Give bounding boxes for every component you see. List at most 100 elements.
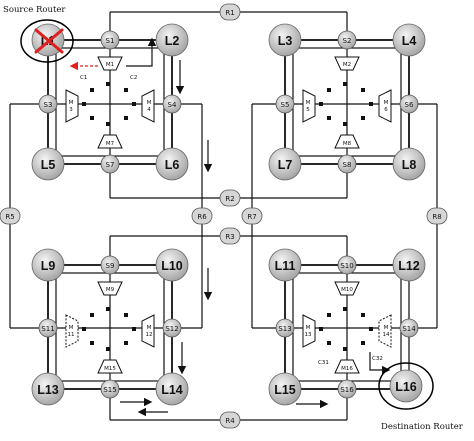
svg-text:S15: S15 <box>103 386 116 394</box>
svg-text:S13: S13 <box>278 325 291 333</box>
path-label-c2: C2 <box>130 75 137 81</box>
svg-text:L8: L8 <box>402 158 417 172</box>
destination-router-label: Destination Router <box>381 422 464 432</box>
svg-text:L4: L4 <box>402 34 417 48</box>
module-m6 <box>378 89 392 123</box>
switch-s1: S1 <box>100 30 120 50</box>
switch-s15: S15 <box>100 379 120 399</box>
svg-text:S5: S5 <box>281 101 290 109</box>
ring-node-r7: R7 <box>241 207 263 225</box>
module-label-m2: M2 <box>343 62 351 68</box>
svg-text:S11: S11 <box>41 325 54 333</box>
module-m7 <box>97 134 123 149</box>
ring-node-r8: R8 <box>426 207 448 225</box>
svg-text:L7: L7 <box>278 158 293 172</box>
module-label-m3-a: M <box>69 100 74 106</box>
svg-text:S12: S12 <box>165 325 178 333</box>
module-label-m6-b: 6 <box>384 107 388 113</box>
ring-node-r4: R4 <box>219 411 241 429</box>
failed-router-cross-icon <box>34 28 64 54</box>
svg-text:L2: L2 <box>165 34 180 48</box>
svg-text:L10: L10 <box>161 259 183 273</box>
cluster-frames <box>47 39 410 390</box>
ring-node-r5: R5 <box>0 207 21 225</box>
source-router-label: Source Router <box>3 5 66 15</box>
ring-node-r3: R3 <box>219 227 241 245</box>
switch-s3: S3 <box>38 94 58 114</box>
router-l13: L13 <box>31 372 65 406</box>
switch-s12: S12 <box>162 318 182 338</box>
switch-s4: S4 <box>162 94 182 114</box>
module-label-m12-a: M <box>147 325 152 331</box>
svg-text:S6: S6 <box>405 101 414 109</box>
module-label-m6-a: M <box>384 100 389 106</box>
module-label-m13-a: M <box>306 325 311 331</box>
svg-text:S10: S10 <box>340 262 353 270</box>
module-label-m1: M1 <box>106 62 114 68</box>
svg-text:S1: S1 <box>106 37 115 45</box>
path-label-c31: C31 <box>318 360 329 366</box>
module-label-m16: M16 <box>341 366 353 372</box>
module-m16 <box>334 359 360 374</box>
module-m15 <box>97 359 123 374</box>
module-m5 <box>302 89 316 123</box>
svg-text:R8: R8 <box>432 213 441 221</box>
svg-text:R7: R7 <box>247 213 256 221</box>
svg-text:R3: R3 <box>225 233 234 241</box>
router-l5: L5 <box>31 147 65 181</box>
switch-s11: S11 <box>38 318 58 338</box>
ring-node-r1: R1 <box>219 3 241 21</box>
switch-s14: S14 <box>399 318 419 338</box>
module-m1 <box>97 56 123 71</box>
module-label-m12-b: 12 <box>146 332 153 338</box>
svg-text:L13: L13 <box>37 383 59 397</box>
module-label-m8: M8 <box>343 141 352 147</box>
module-m4 <box>141 89 155 123</box>
switch-s5: S5 <box>275 94 295 114</box>
module-label-m4-a: M <box>147 100 152 106</box>
svg-text:L5: L5 <box>41 158 56 172</box>
svg-text:R6: R6 <box>197 213 207 221</box>
module-label-m5-b: 5 <box>306 107 310 113</box>
router-l15: L15 <box>268 372 302 406</box>
module-m12 <box>141 314 155 348</box>
port-squares <box>82 82 373 351</box>
svg-text:L14: L14 <box>161 383 183 397</box>
router-l9: L9 <box>31 248 65 282</box>
routers: L1 L2 L3 L4 L5 L6 L7 L8 L9 L10 L11 L12 L… <box>31 23 426 406</box>
router-l3: L3 <box>268 23 302 57</box>
svg-text:S3: S3 <box>44 101 53 109</box>
module-label-m7: M7 <box>106 141 115 147</box>
modules <box>65 56 392 374</box>
module-label-m11-b: 11 <box>68 332 75 338</box>
router-l12: L12 <box>392 248 426 282</box>
svg-text:S14: S14 <box>402 325 416 333</box>
svg-text:R5: R5 <box>5 213 14 221</box>
switch-s8: S8 <box>337 154 357 174</box>
svg-text:S7: S7 <box>106 161 115 169</box>
router-l14: L14 <box>155 372 189 406</box>
router-l6: L6 <box>155 147 189 181</box>
svg-text:S4: S4 <box>168 101 177 109</box>
svg-text:L12: L12 <box>398 259 420 273</box>
module-m10 <box>334 281 360 296</box>
svg-text:L6: L6 <box>165 158 180 172</box>
module-label-m10: M10 <box>341 287 353 293</box>
module-m9 <box>97 281 123 296</box>
module-labels: M1 M7 M 3 M 4 M2 M8 M 5 M 6 M9 M15 M 11 … <box>68 62 390 372</box>
svg-text:S16: S16 <box>340 386 354 394</box>
svg-text:S2: S2 <box>343 37 352 45</box>
module-label-m5-a: M <box>306 100 311 106</box>
module-m2 <box>334 56 360 71</box>
path-label-c32: C32 <box>372 356 383 362</box>
switches: S1 S2 S3 S4 S5 S6 S7 S8 S9 S10 S11 S12 S… <box>38 30 419 399</box>
source-highlight-ellipse <box>20 19 74 63</box>
module-label-m14-b: 14 <box>383 332 390 338</box>
svg-text:R1: R1 <box>225 9 234 17</box>
svg-text:L3: L3 <box>278 34 293 48</box>
router-l2: L2 <box>155 23 189 57</box>
svg-text:S9: S9 <box>106 262 115 270</box>
module-m11 <box>65 314 79 348</box>
svg-text:R4: R4 <box>225 417 235 425</box>
